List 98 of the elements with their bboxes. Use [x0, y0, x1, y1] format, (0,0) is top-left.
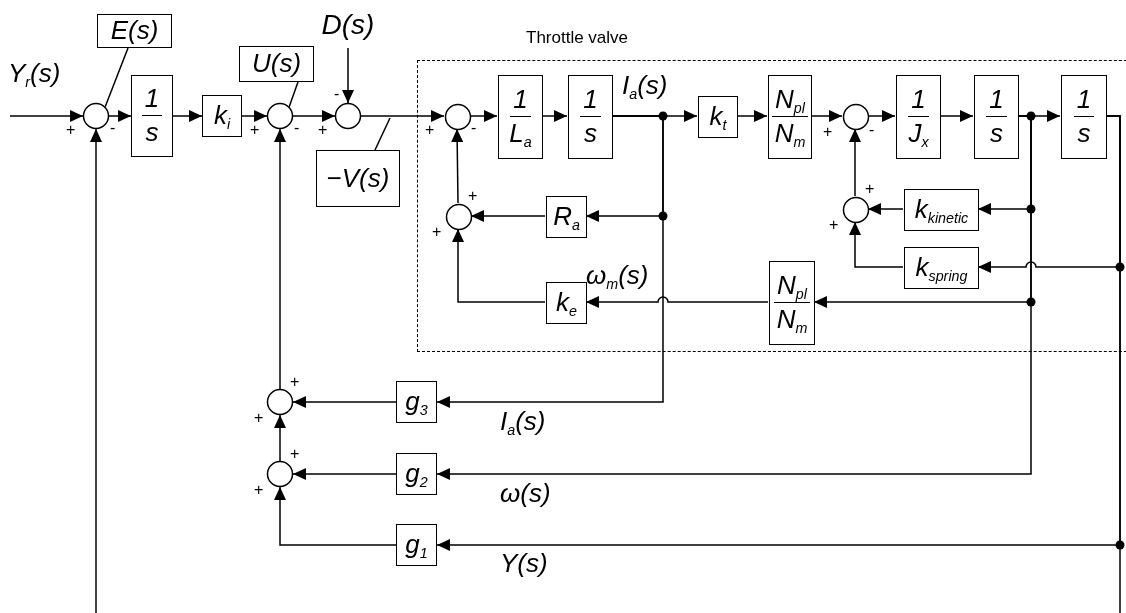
signal-arrow [9, 110, 84, 122]
signal-label: ω(s) [500, 480, 551, 506]
summing-junction [445, 104, 471, 130]
sign-label: + [290, 374, 300, 390]
signal-label: ω$_{m}$(s) [586, 262, 649, 288]
leader-line [104, 47, 129, 108]
leader-line [374, 117, 391, 151]
transfer-function-box [131, 75, 173, 157]
subsystem-title: Throttle valve [526, 29, 629, 46]
signal-arrow [241, 110, 268, 122]
gear-ratio-box [769, 261, 815, 345]
gain-box: g$_{1}$ [396, 524, 437, 566]
sign-label: + [66, 122, 76, 138]
signal-arrow [292, 468, 397, 480]
signal-arrow [541, 110, 568, 122]
signal-arrow [849, 128, 861, 197]
signal-label: I$_{a}$(s) [622, 72, 668, 98]
fraction-denominator: s [583, 118, 598, 150]
signal-arrow [360, 110, 445, 122]
fraction-denominator: s [1076, 118, 1092, 150]
gain-box: g$_{3}$ [396, 381, 437, 423]
fraction-numerator: 1 [986, 84, 1007, 117]
fraction-denominator: N$_{m}$ [775, 304, 809, 336]
sign-label: - [110, 120, 116, 136]
signal-name-box: −V(s) [316, 150, 400, 207]
signal-arrow [274, 128, 286, 390]
fraction-denominator: L$_{a}$ [508, 118, 533, 150]
gain-box: k$_{i}$ [202, 95, 242, 137]
sign-label: + [432, 224, 442, 240]
fraction-denominator: s [989, 118, 1004, 150]
fraction-numerator: 1 [510, 84, 531, 117]
signal-arrow [451, 128, 464, 204]
transfer-function-box [1061, 75, 1107, 159]
signal-label: D(s) [317, 4, 379, 48]
gain-box: k$_{kinetic}$ [904, 189, 979, 231]
fraction-numerator: N$_{pl}$ [774, 270, 810, 303]
gain-box: k$_{spring}$ [904, 247, 979, 289]
sign-label: - [334, 86, 340, 102]
sign-label: + [823, 124, 833, 140]
fraction-denominator: J$_{x}$ [907, 118, 930, 150]
sign-label: + [254, 410, 264, 426]
sign-label: + [254, 482, 264, 498]
gain-box: k$_{t}$ [698, 96, 738, 138]
signal-arrow [90, 128, 102, 613]
signal-arrow [452, 228, 546, 303]
gear-ratio-box [768, 75, 812, 159]
summing-junction [267, 461, 293, 487]
signal-arrow [342, 47, 354, 104]
gain-box: g$_{2}$ [396, 453, 437, 495]
signal-name-box: E(s) [97, 14, 172, 48]
fraction-numerator: 1 [580, 84, 601, 117]
summing-junction [843, 104, 869, 130]
sign-label: + [865, 181, 875, 197]
gain-box: k$_{e}$ [546, 282, 587, 324]
signal-arrow [292, 396, 397, 408]
signal-name-box: U(s) [239, 46, 314, 82]
signal-label: Y$_{r}$(s) [8, 60, 61, 86]
fraction-numerator: 1 [141, 83, 163, 116]
summing-junction [267, 103, 293, 129]
fraction-numerator: 1 [908, 84, 929, 117]
leader-line [288, 81, 299, 108]
signal-arrow [585, 296, 769, 308]
summing-junction [335, 103, 361, 129]
signal-arrow [172, 110, 203, 122]
signal-label: Y(s) [500, 550, 548, 576]
signal-arrow [436, 115, 1121, 551]
transfer-function-box [568, 75, 613, 159]
fraction-numerator: 1 [1073, 84, 1095, 117]
signal-arrow [436, 115, 664, 408]
transfer-function-box [896, 75, 941, 159]
sign-label: + [318, 122, 328, 138]
summing-junction [843, 197, 869, 223]
signal-arrow [939, 110, 974, 122]
signal-arrow [292, 110, 336, 122]
summing-junction [83, 103, 109, 129]
summing-junction [446, 204, 472, 230]
sign-label: - [869, 122, 875, 138]
sign-label: + [250, 122, 260, 138]
transfer-function-box [974, 75, 1019, 159]
fraction-denominator: s [144, 117, 160, 149]
signal-arrow [810, 110, 843, 122]
fraction-denominator: N$_{m}$ [773, 118, 807, 150]
sign-label: - [294, 120, 300, 136]
sign-label: + [290, 446, 300, 462]
sign-label: + [829, 217, 839, 233]
signal-arrow [274, 414, 286, 462]
sign-label: - [471, 120, 477, 136]
summing-junction [267, 389, 293, 415]
signal-arrow [736, 110, 768, 122]
signal-arrow [849, 221, 904, 268]
fraction-numerator: N$_{pl}$ [772, 84, 808, 117]
gain-box: R$_{a}$ [546, 196, 587, 238]
sign-label: + [468, 188, 478, 204]
signal-arrow [108, 110, 132, 122]
transfer-function-box [498, 75, 543, 159]
sign-label: + [425, 122, 435, 138]
signal-label: I$_{a}$(s) [500, 408, 546, 434]
signal-arrow [274, 486, 397, 546]
